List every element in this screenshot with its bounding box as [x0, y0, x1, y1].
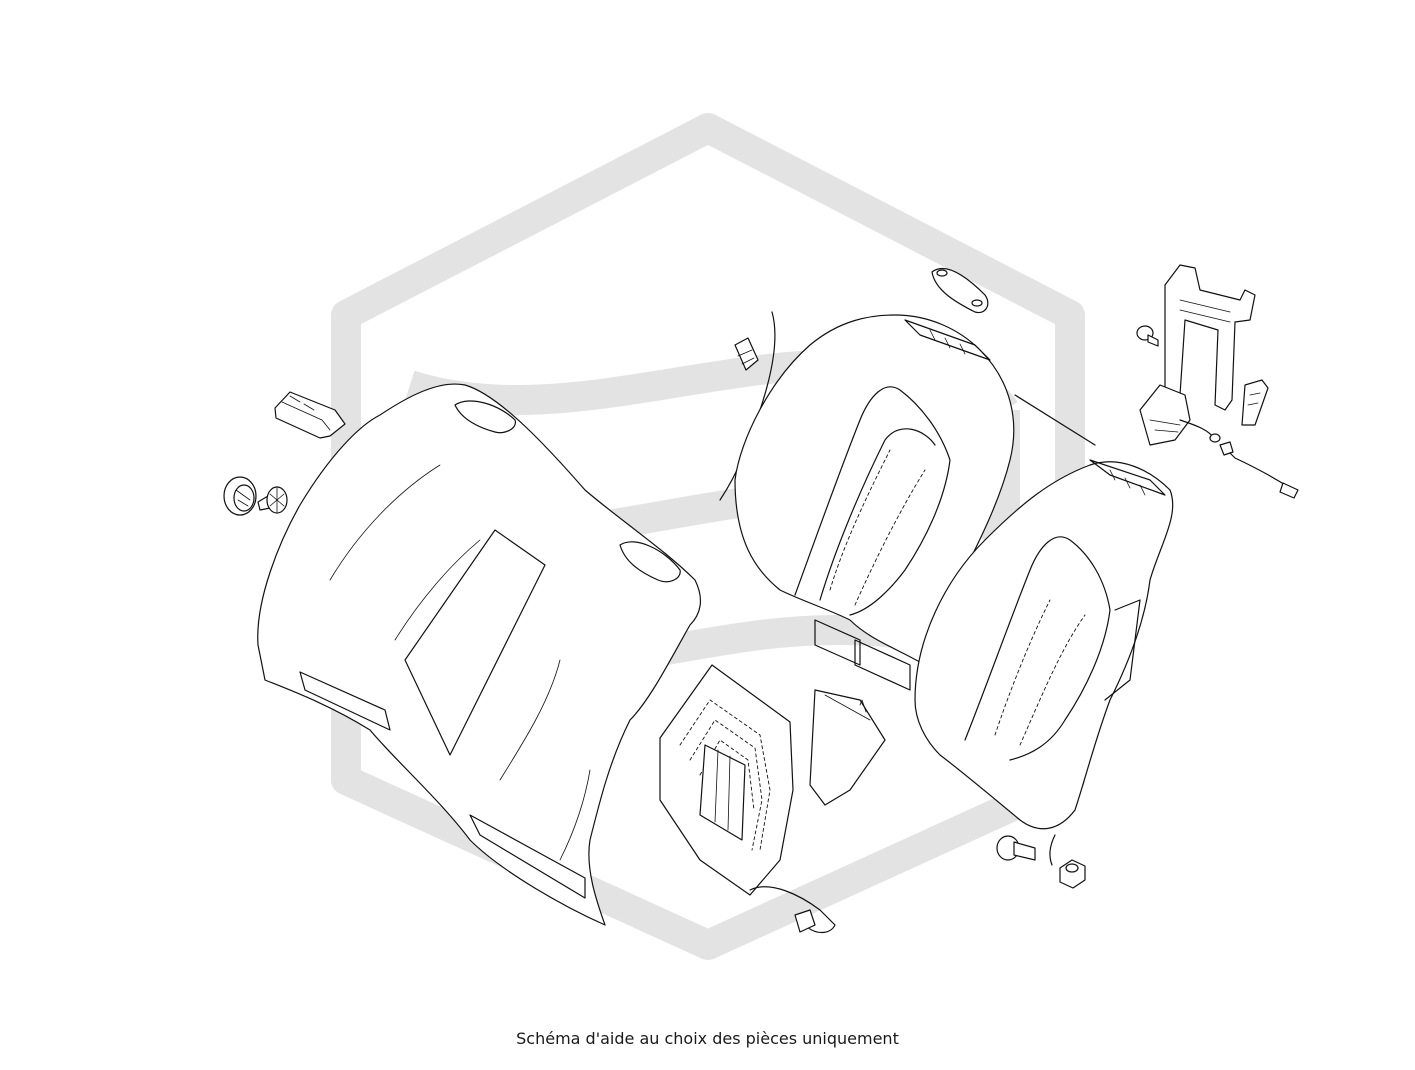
seat-back-cover[interactable] — [257, 383, 702, 926]
cross-rod[interactable] — [1014, 394, 1096, 446]
seat-heating-element[interactable] — [659, 664, 836, 934]
seat-back-frame-right[interactable] — [914, 459, 1174, 830]
seat-badge-cap[interactable] — [223, 476, 271, 516]
mounting-plate[interactable] — [931, 267, 989, 314]
sensor-module[interactable] — [1241, 379, 1269, 426]
diagram-caption: Schéma d'aide au choix des pièces unique… — [516, 1029, 899, 1048]
push-clip-fastener[interactable] — [266, 486, 288, 514]
nut-fastener[interactable] — [1059, 859, 1086, 889]
seat-back-frame-left[interactable] — [734, 314, 1015, 691]
shoulder-bolt[interactable] — [996, 834, 1056, 866]
headrest-guide-bracket[interactable] — [1164, 264, 1256, 411]
bolt-fastener[interactable] — [1136, 325, 1159, 347]
trim-clip-part[interactable] — [274, 391, 346, 439]
armrest-trim-panel[interactable] — [809, 689, 886, 806]
wiring-harness[interactable] — [1219, 441, 1299, 499]
wiring-harness-connector[interactable] — [1139, 384, 1221, 446]
